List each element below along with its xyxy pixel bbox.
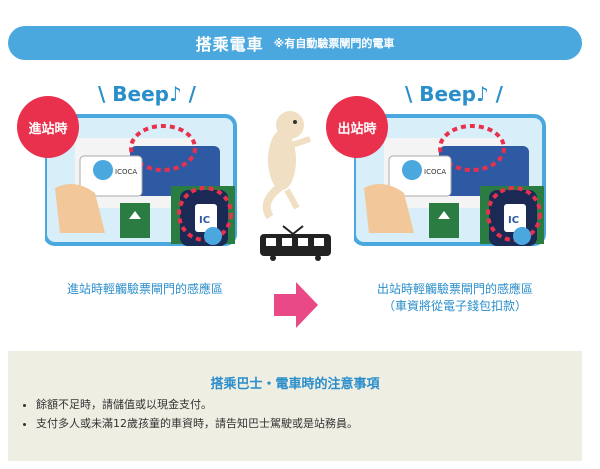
entry-caption: 進站時輕觸驗票閘門的感應區 [66, 282, 223, 296]
exit-caption: 出站時輕觸驗票閘門的感應區 （車資將從電子錢包扣款） [340, 281, 570, 315]
ferret-mascot-illustration [262, 111, 311, 220]
card-text: ICOCA [424, 168, 446, 176]
exit-caption-line1: 出站時輕觸驗票閘門的感應區 [376, 282, 533, 296]
title-banner: 搭乘電車 ※有自動驗票閘門的電車 [8, 26, 582, 60]
arrow-right-icon [274, 282, 318, 328]
card-text: ICOCA [115, 168, 137, 176]
banner-title: 搭乘電車 [195, 35, 264, 54]
list-item: 餘額不足時，請儲值或以現金支付。 [36, 395, 358, 414]
list-item: 支付多人或未滿12歲孩童的車資時，請告知巴士駕駛或是站務員。 [36, 414, 358, 433]
beep-label: \ Beep♪ / [405, 82, 503, 106]
exit-caption-line2: （車資將從電子錢包扣款） [382, 299, 527, 313]
exit-badge: 出站時 [326, 96, 388, 158]
gate-illustration-exit: ICOCA IC [354, 114, 546, 246]
reader-label: IC [508, 215, 519, 226]
notes-list: 餘額不足時，請儲值或以現金支付。 支付多人或未滿12歲孩童的車資時，請告知巴士駕… [16, 395, 358, 433]
reader-label: IC [199, 215, 210, 226]
gate-illustration-entry: ICOCA IC [45, 114, 237, 246]
beep-label: \ Beep♪ / [98, 82, 196, 106]
train-icon [260, 225, 331, 261]
notes-title: 搭乘巴士・電車時的注意事項 [210, 377, 380, 392]
notes-box: 搭乘巴士・電車時的注意事項 餘額不足時，請儲值或以現金支付。 支付多人或未滿12… [8, 351, 582, 461]
entry-badge: 進站時 [17, 96, 79, 158]
banner-subtitle: ※有自動驗票閘門的電車 [273, 37, 395, 50]
